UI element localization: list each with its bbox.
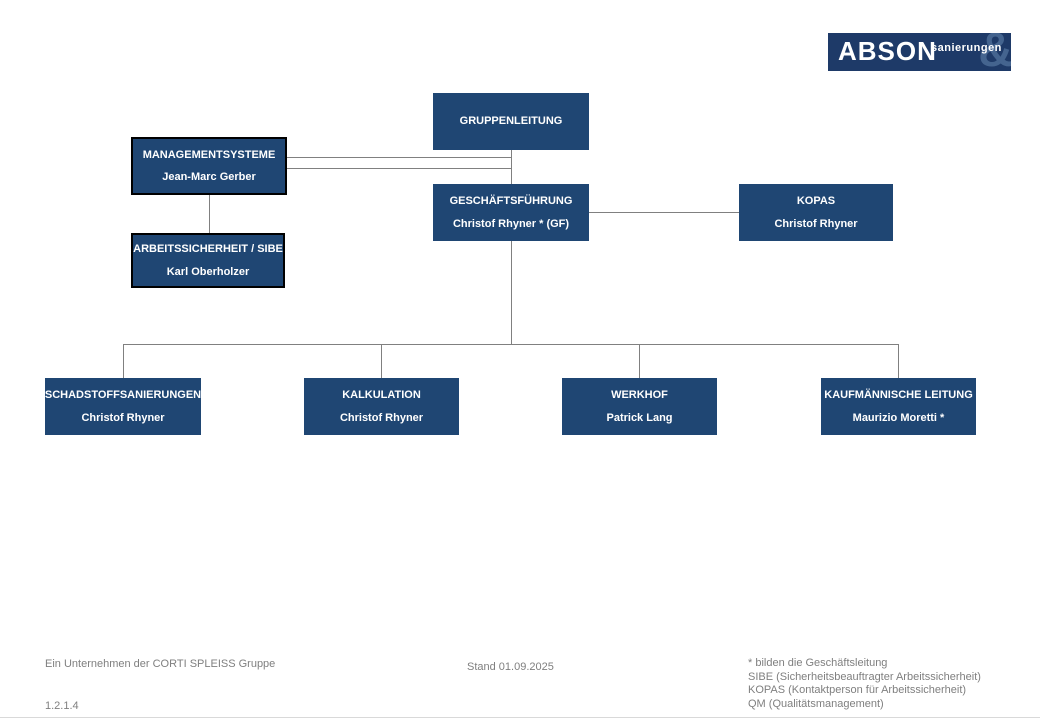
org-box-person: Christof Rhyner [81, 411, 165, 424]
org-box-title: WERKHOF [611, 389, 668, 402]
footer-legend-line: QM (Qualitätsmanagement) [748, 698, 884, 711]
org-box-title: ARBEITSSICHERHEIT / SIBE [133, 243, 283, 256]
org-box-person: Christof Rhyner [774, 217, 858, 230]
org-box-werkhof: WERKHOF Patrick Lang [562, 378, 717, 435]
org-box-schadstoffsanierungen: SCHADSTOFFSANIERUNGEN Christof Rhyner [45, 378, 201, 435]
connector-drop-kaufmaennische-leitung [898, 344, 899, 378]
org-box-kalkulation: KALKULATION Christof Rhyner [304, 378, 459, 435]
connector-managementsysteme-arbeitssicherheit [209, 195, 210, 233]
org-box-person: Maurizio Moretti * [852, 411, 945, 424]
org-box-title: GRUPPENLEITUNG [459, 115, 563, 128]
org-box-title: SCHADSTOFFSANIERUNGEN [44, 389, 202, 402]
org-box-kaufmaennische-leitung: KAUFMÄNNISCHE LEITUNG Maurizio Moretti * [821, 378, 976, 435]
logo-ampersand-glyph: & [978, 33, 1011, 71]
org-box-geschaeftsfuehrung: GESCHÄFTSFÜHRUNG Christof Rhyner * (GF) [433, 184, 589, 241]
org-box-person: Patrick Lang [606, 411, 673, 424]
org-box-title: KAUFMÄNNISCHE LEITUNG [824, 389, 973, 402]
footer-legend: * bilden die Geschäftsleitung SIBE (Sich… [748, 657, 981, 712]
org-box-gruppenleitung: GRUPPENLEITUNG [433, 93, 589, 150]
org-box-person: Christof Rhyner * (GF) [452, 217, 570, 230]
company-logo: & ABSON sanierungen [828, 33, 1011, 71]
org-box-arbeitssicherheit-sibe: ARBEITSSICHERHEIT / SIBE Karl Oberholzer [131, 233, 285, 288]
footer-legend-line: SIBE (Sicherheitsbeauftragter Arbeitssic… [748, 670, 981, 683]
footer-version-number: 1.2.1.4 [45, 700, 79, 712]
footer-legend-line: KOPAS (Kontaktperson für Arbeitssicherhe… [748, 684, 967, 697]
connector-managementsysteme-lower [287, 168, 511, 169]
org-box-title: KOPAS [796, 195, 836, 208]
org-box-person: Christof Rhyner [339, 411, 424, 424]
connector-bottom-horizontal [123, 344, 898, 345]
connector-managementsysteme-upper [287, 157, 511, 158]
connector-geschaeftsfuehrung-kopas [589, 212, 739, 213]
org-box-title: MANAGEMENTSYSTEME [142, 148, 276, 161]
org-box-title: GESCHÄFTSFÜHRUNG [449, 195, 573, 208]
org-box-person: Karl Oberholzer [166, 265, 250, 278]
org-box-kopas: KOPAS Christof Rhyner [739, 184, 893, 241]
bottom-divider [0, 717, 1040, 718]
logo-brand-text: ABSON [838, 36, 937, 66]
footer-company-line: Ein Unternehmen der CORTI SPLEISS Gruppe [45, 658, 276, 670]
connector-drop-schadstoffsanierungen [123, 344, 124, 378]
logo-word-text: sanierungen [931, 42, 1002, 54]
org-box-person: Jean-Marc Gerber [162, 171, 256, 183]
connector-drop-werkhof [639, 344, 640, 378]
connector-drop-kalkulation [381, 344, 382, 378]
connector-gruppenleitung-geschaeftsfuehrung [511, 150, 512, 184]
connector-geschaeftsfuehrung-down [511, 241, 512, 344]
footer-legend-line: * bilden die Geschäftsleitung [748, 657, 888, 669]
org-box-title: KALKULATION [342, 389, 421, 402]
footer-stand-date: Stand 01.09.2025 [467, 661, 554, 673]
org-box-managementsysteme: MANAGEMENTSYSTEME Jean-Marc Gerber [131, 137, 287, 195]
